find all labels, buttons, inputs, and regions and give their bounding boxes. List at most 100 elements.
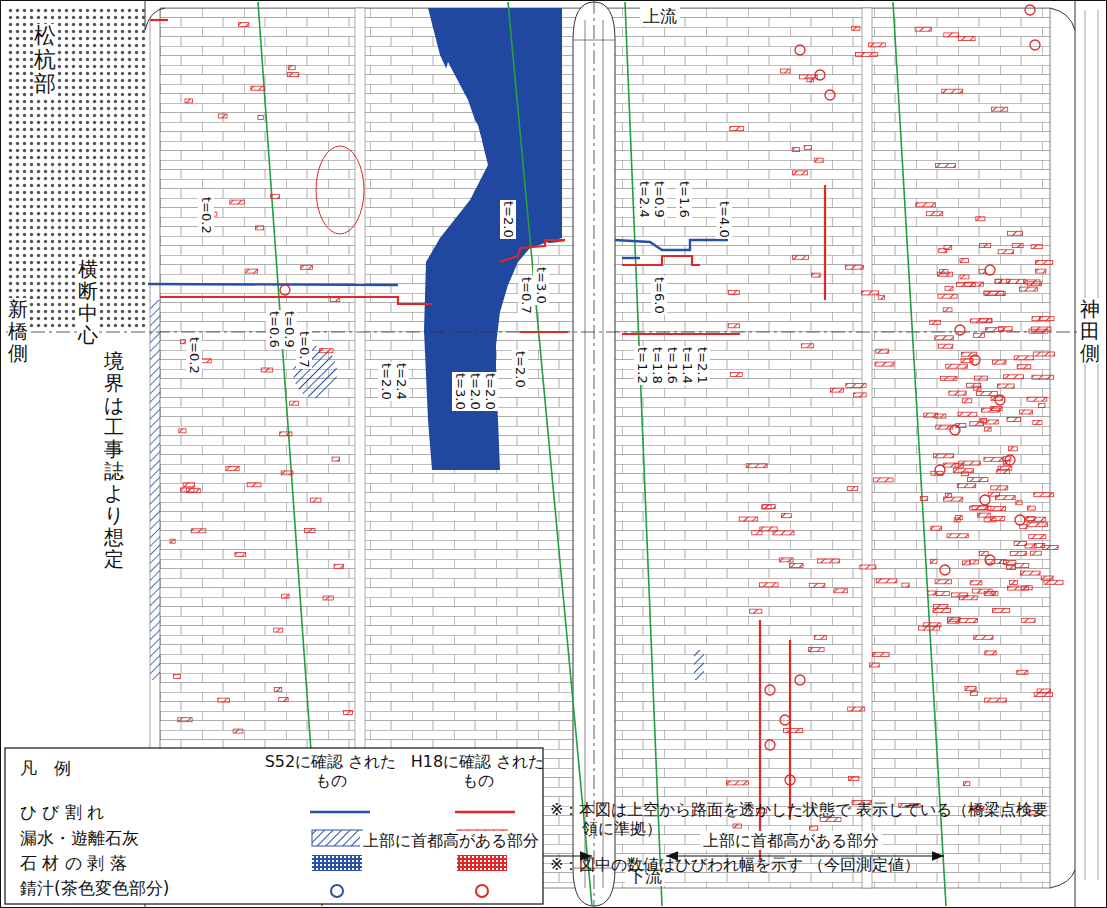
damage-mark — [965, 687, 976, 691]
damage-mark — [869, 43, 886, 47]
damage-mark — [1007, 418, 1021, 422]
damage-mark — [1010, 552, 1026, 556]
damage-mark — [809, 648, 825, 652]
crack-width: t=1.2 — [634, 346, 650, 385]
damage-mark — [815, 635, 827, 639]
damage-mark — [935, 336, 954, 340]
damage-mark — [1019, 287, 1037, 291]
damage-mark — [1033, 352, 1054, 356]
damage-mark — [938, 294, 957, 298]
damage-mark — [305, 529, 316, 533]
damage-mark — [979, 318, 991, 322]
damage-mark — [255, 226, 263, 230]
damage-mark — [990, 407, 1002, 411]
damage-mark — [935, 580, 951, 584]
crack-width: t=4.0 — [716, 200, 732, 239]
damage-mark — [976, 217, 985, 221]
damage-mark — [873, 478, 893, 482]
damage-mark — [1035, 260, 1052, 264]
damage-mark — [818, 559, 840, 563]
damage-mark — [944, 245, 952, 249]
damage-mark — [878, 295, 884, 299]
damage-mark — [957, 484, 975, 488]
damage-mark — [310, 498, 321, 502]
damage-mark — [862, 291, 879, 295]
damage-mark — [1025, 517, 1046, 521]
crack-width: t=0.2 — [186, 336, 202, 375]
damage-mark — [739, 517, 758, 521]
damage-mark — [998, 466, 1012, 470]
damage-mark — [239, 23, 249, 27]
damage-mark — [961, 359, 973, 363]
damage-mark — [218, 698, 230, 702]
damage-mark — [274, 688, 282, 692]
damage-mark — [773, 531, 794, 535]
damage-mark — [1012, 244, 1023, 248]
damage-mark — [992, 107, 1008, 111]
rust-mark — [935, 465, 945, 475]
damage-mark — [781, 69, 791, 73]
damage-mark — [985, 651, 996, 655]
damage-mark — [191, 529, 206, 533]
damage-mark — [288, 66, 295, 70]
damage-mark — [975, 376, 988, 380]
damage-mark — [792, 148, 799, 152]
damage-mark — [727, 781, 749, 785]
damage-mark — [847, 487, 857, 491]
crack-width: t=2.4 — [636, 180, 652, 219]
damage-mark — [1014, 542, 1026, 546]
damage-mark — [170, 539, 175, 543]
crack-width: t=0.7 — [518, 276, 534, 315]
damage-mark — [1031, 327, 1051, 331]
damage-mark — [936, 591, 949, 595]
damage-mark — [218, 114, 227, 118]
damage-mark — [980, 418, 987, 422]
damage-mark — [979, 552, 988, 556]
damage-mark — [185, 99, 192, 103]
damage-mark — [920, 496, 927, 500]
damage-mark — [226, 466, 239, 470]
damage-mark — [916, 203, 936, 207]
damage-mark — [962, 399, 972, 403]
damage-mark — [993, 360, 1007, 364]
note-label: H18に確認 されたもの — [405, 752, 550, 790]
note-label: 上部に首都高がある部分 — [700, 831, 882, 850]
damage-mark — [1003, 375, 1023, 379]
legend-text: 錆汁(茶色変色部分) — [20, 878, 169, 898]
damage-mark — [1035, 269, 1045, 273]
damage-mark — [789, 564, 803, 568]
damage-mark — [1043, 545, 1058, 549]
damage-mark — [728, 324, 739, 328]
damage-mark — [183, 483, 195, 487]
crack-width: t=1.6 — [676, 180, 692, 219]
damage-mark — [1010, 581, 1018, 585]
note-label: ※：図中の数値はひびわれ幅を示す （今回測定値） — [550, 855, 1062, 874]
damage-mark — [954, 518, 960, 522]
crack-width: t=0.6 — [266, 310, 282, 349]
crack-width: t=1.8 — [649, 346, 665, 385]
damage-mark — [934, 454, 954, 458]
damage-mark — [178, 718, 192, 722]
crack-width: t=2.1 — [694, 346, 710, 385]
damage-mark — [319, 349, 333, 353]
damage-mark — [855, 53, 877, 57]
damage-mark — [746, 464, 767, 468]
damage-mark — [845, 265, 863, 269]
damage-mark — [1027, 506, 1035, 510]
damage-mark — [1006, 566, 1015, 570]
side-label: 横断中心 — [78, 258, 98, 346]
damage-mark — [947, 534, 968, 538]
rust-mark — [780, 715, 790, 725]
legend-text: 石 材 の 剥 落 — [20, 853, 127, 873]
damage-mark — [980, 243, 991, 247]
damage-mark — [1021, 618, 1035, 622]
damage-mark — [999, 327, 1013, 331]
damage-mark — [984, 698, 1006, 702]
damage-mark — [942, 89, 963, 93]
damage-mark — [959, 619, 978, 623]
damage-mark — [180, 488, 194, 492]
damage-mark — [1044, 580, 1063, 584]
damage-mark — [179, 429, 186, 433]
crack-width: t=0.7 — [296, 330, 312, 369]
